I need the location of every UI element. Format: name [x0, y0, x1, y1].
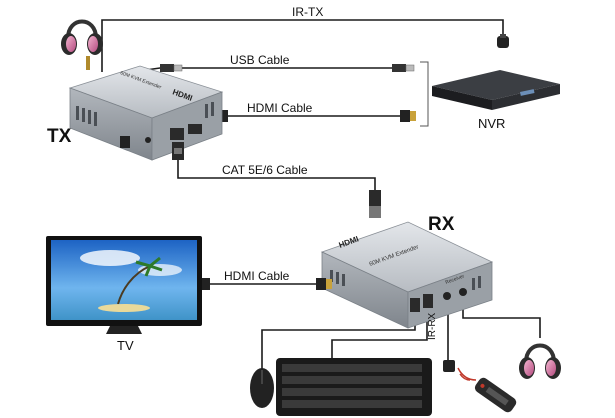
- ir-sensor-icon: [443, 360, 455, 372]
- headphones-icon: [519, 343, 561, 379]
- rx-label: RX: [428, 214, 455, 235]
- hdmi-cable-bottom-label: HDMI Cable: [224, 269, 290, 283]
- nvr-device-icon: [432, 70, 560, 110]
- mouse-icon: [250, 368, 274, 408]
- nvr-bracket: [420, 61, 429, 127]
- remote-control-icon: [474, 377, 517, 413]
- headphones-icon: [61, 19, 103, 55]
- cat-cable-label: CAT 5E/6 Cable: [222, 163, 308, 177]
- headphone-rx-cable: [462, 305, 541, 338]
- tv-label: TV: [117, 338, 134, 353]
- tv-icon: [46, 236, 202, 334]
- ir-rx-label: IR-RX: [427, 312, 438, 340]
- rx-device: 60M KVM Extender HDMI Receiver: [320, 221, 494, 329]
- tx-label: TX: [47, 126, 72, 147]
- keyboard-cable: [331, 318, 428, 358]
- rj45-plug-icon: [172, 142, 381, 218]
- usb-plug-icon: [160, 64, 415, 72]
- ir-sensor-icon: [497, 34, 509, 48]
- hdmi-cable-top-label: HDMI Cable: [247, 101, 313, 115]
- ir-tx-label: IR-TX: [292, 5, 324, 19]
- tx-device: 60M KVM Extender HDMI: [68, 65, 224, 161]
- nvr-label: NVR: [478, 116, 506, 131]
- ir-signal-icon: [457, 367, 477, 381]
- audio-plug-tx: [86, 56, 90, 70]
- usb-cable-label: USB Cable: [230, 53, 290, 67]
- cat-cable: [177, 160, 376, 196]
- keyboard-icon: [276, 358, 432, 416]
